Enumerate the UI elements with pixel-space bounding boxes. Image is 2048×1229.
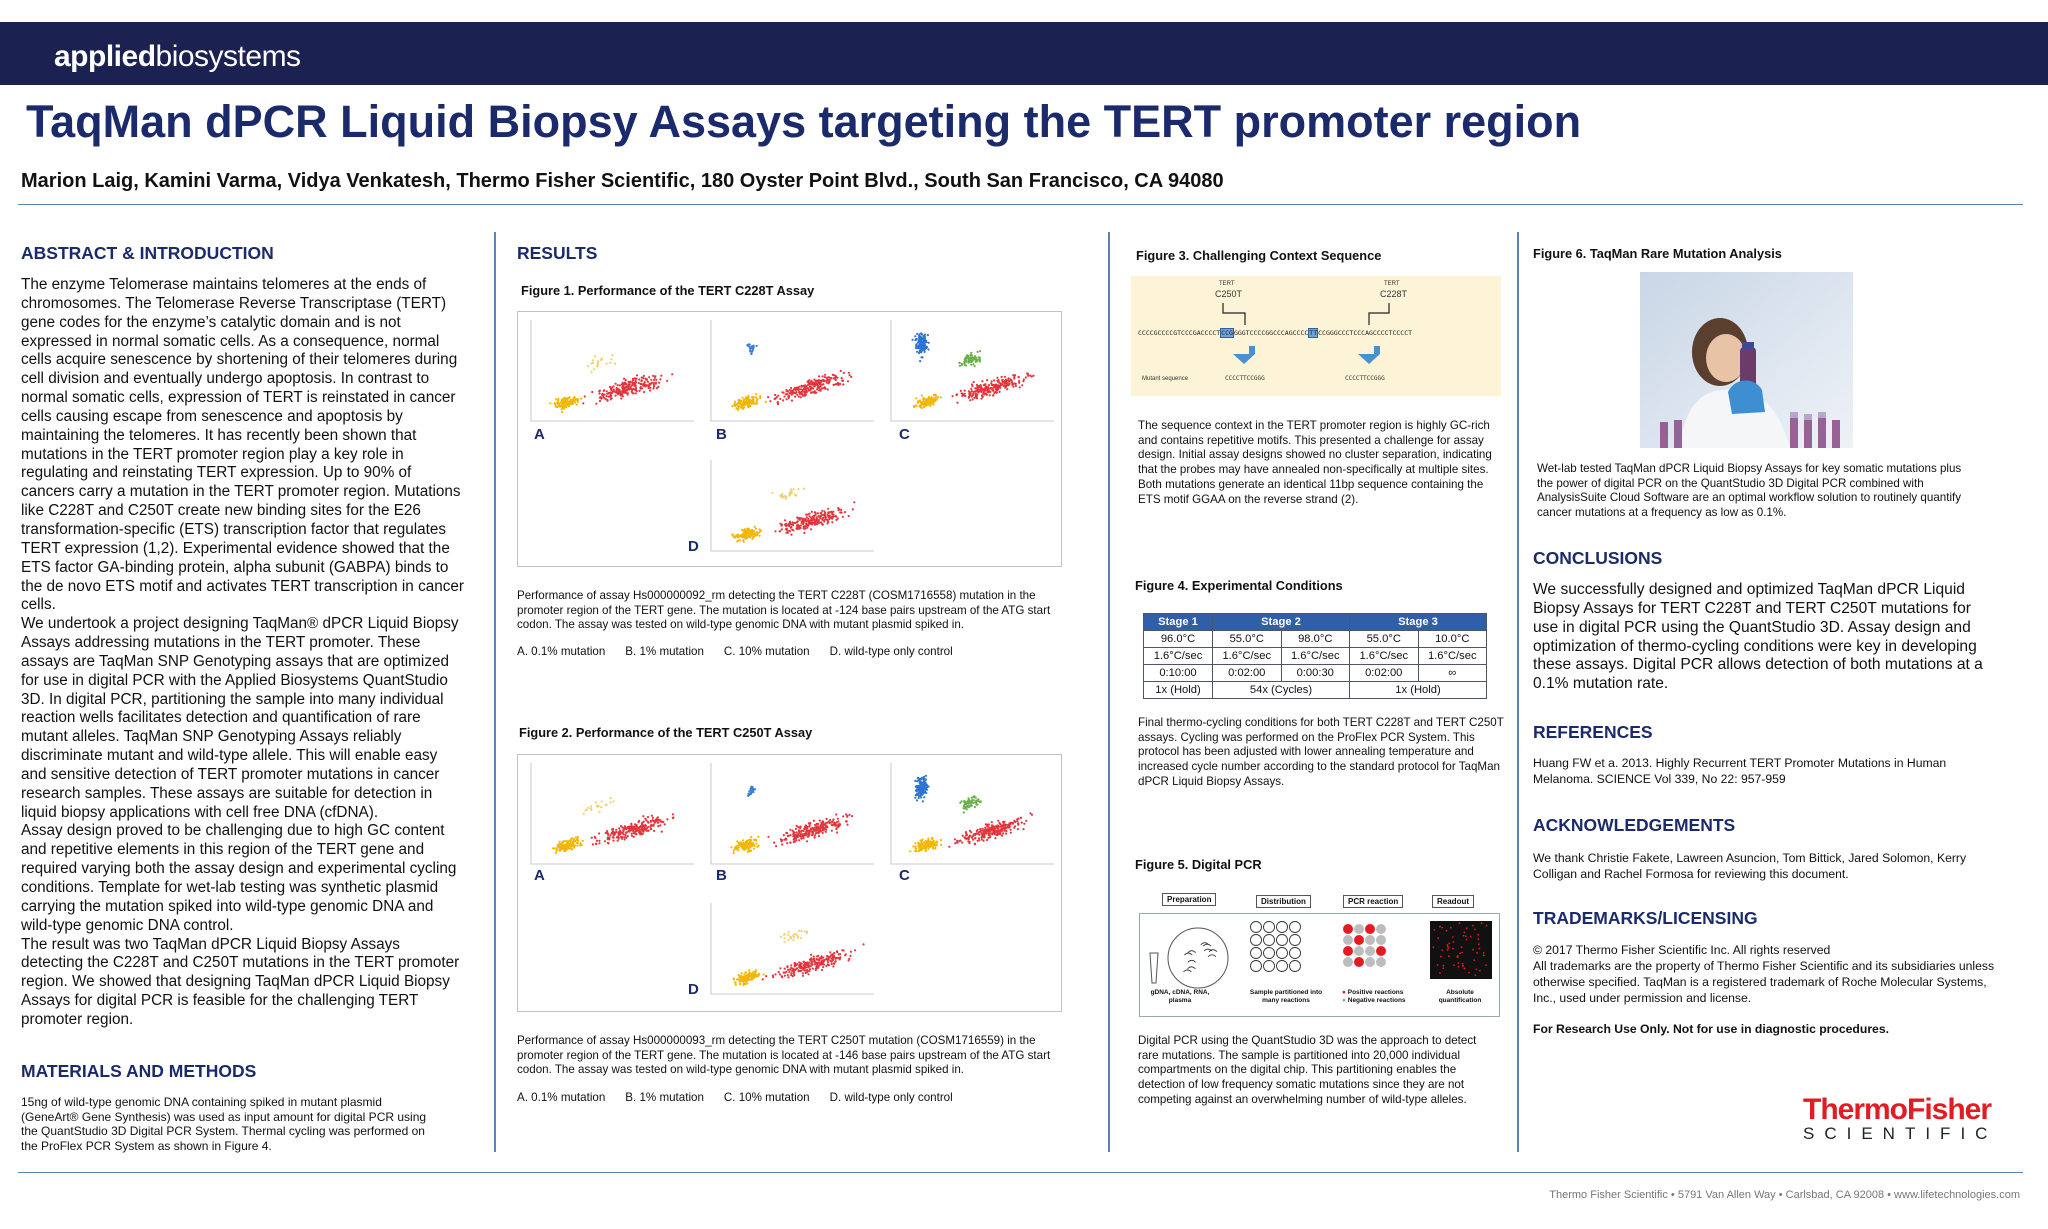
- panel-label-b: B: [716, 867, 727, 884]
- scatter-plot-d: [703, 456, 878, 561]
- mutant-sequence-1: CCCCTTCCGGG: [1225, 375, 1265, 382]
- panel-label-b: B: [716, 426, 727, 443]
- negative-legend: ● Negative reactions: [1342, 997, 1406, 1004]
- trademarks-heading: TRADEMARKS/LICENSING: [1533, 908, 1758, 928]
- title-divider: [18, 204, 2023, 205]
- footer-address: Thermo Fisher Scientific • 5791 Van Alle…: [1549, 1189, 2020, 1201]
- scatter-plot-c: [883, 316, 1058, 431]
- figure1-caption: Performance of assay Hs000000092_rm dete…: [517, 589, 1051, 632]
- figure1-title: Figure 1. Performance of the TERT C228T …: [521, 283, 815, 298]
- abstract-heading: ABSTRACT & INTRODUCTION: [21, 243, 274, 263]
- figure3-title: Figure 3. Challenging Context Sequence: [1136, 248, 1382, 263]
- figure4-caption: Final thermo-cycling conditions for both…: [1138, 716, 1504, 788]
- figure2-caption: Performance of assay Hs000000093_rm dete…: [517, 1034, 1051, 1077]
- c250t-label: C250T: [1215, 289, 1243, 299]
- distribution-sublabel: Sample partitioned into many reactions: [1249, 989, 1323, 1004]
- figure6-title: Figure 6. TaqMan Rare Mutation Analysis: [1533, 246, 1782, 261]
- mutant-sequence-2: CCCCTTCCGGG: [1345, 375, 1385, 382]
- poster-title: TaqMan dPCR Liquid Biopsy Assays targeti…: [26, 96, 1582, 147]
- acknowledgements-text: We thank Christie Fakete, Lawreen Asunci…: [1533, 851, 1967, 881]
- tert-label-1: TERT: [1219, 281, 1235, 287]
- conclusions-heading: CONCLUSIONS: [1533, 548, 1663, 568]
- scientist-photo: [1640, 272, 1853, 448]
- panel-label-a: A: [534, 867, 545, 884]
- scatter-plot-b: [703, 316, 878, 431]
- sequence-figure: TERT C250T TERT C228T CCCCGCCCCGTCCCGACC…: [1131, 276, 1501, 396]
- figure5-caption: Digital PCR using the QuantStudio 3D was…: [1138, 1034, 1477, 1106]
- positive-legend: ● Positive reactions: [1342, 989, 1404, 996]
- readout-sublabel: Absolute quantification: [1438, 989, 1482, 1004]
- methods-heading: MATERIALS AND METHODS: [21, 1061, 257, 1081]
- step-readout: Readout: [1432, 895, 1474, 908]
- research-use-note: For Research Use Only. Not for use in di…: [1533, 1022, 1890, 1036]
- figure5-title: Figure 5. Digital PCR: [1135, 857, 1262, 872]
- scatter-plot-d: [703, 899, 878, 1004]
- references-heading: REFERENCES: [1533, 722, 1653, 742]
- sequence-arrows: [1222, 303, 1390, 364]
- scatter-plot-a: [523, 316, 698, 431]
- footer-divider: [18, 1172, 2023, 1173]
- figure3-caption: The sequence context in the TERT promote…: [1138, 419, 1492, 506]
- thermo-fisher-logo: ThermoFisher SCIENTIFIC: [1803, 1093, 1998, 1143]
- workflow-frame: [1139, 913, 1500, 1017]
- applied-biosystems-logo: appliedbiosystems: [54, 40, 301, 73]
- column-divider-3: [1517, 232, 1519, 1152]
- conclusions-text: We successfully designed and optimized T…: [1533, 581, 1983, 693]
- step-pcr-reaction: PCR reaction: [1343, 895, 1404, 908]
- tert-label-2: TERT: [1384, 281, 1400, 287]
- methods-text: 15ng of wild-type genomic DNA containing…: [21, 1095, 427, 1154]
- abstract-text: The enzyme Telomerase maintains telomere…: [21, 276, 464, 1028]
- figure6-caption: Wet-lab tested TaqMan dPCR Liquid Biopsy…: [1537, 462, 1962, 520]
- column-divider-1: [494, 232, 496, 1152]
- panel-label-c: C: [899, 867, 910, 884]
- scatter-plot-b: [703, 759, 878, 874]
- panel-label-a: A: [534, 426, 545, 443]
- workflow-graphics: [1149, 921, 1492, 989]
- mutant-sequence-label: Mutant sequence: [1142, 376, 1189, 382]
- c228t-label: C228T: [1380, 289, 1408, 299]
- scatter-plot-a: [523, 759, 698, 874]
- scatter-plot-c: [883, 759, 1058, 874]
- header-band: appliedbiosystems: [0, 22, 2048, 85]
- column-divider-2: [1108, 232, 1110, 1152]
- step-distribution: Distribution: [1256, 895, 1311, 908]
- trademarks-text: © 2017 Thermo Fisher Scientific Inc. All…: [1533, 943, 1995, 1005]
- step-preparation: Preparation: [1162, 893, 1217, 906]
- panel-label-d: D: [688, 538, 699, 555]
- results-heading: RESULTS: [517, 243, 598, 263]
- digital-pcr-workflow: Preparation Distribution PCR reaction Re…: [1138, 887, 1500, 1017]
- references-text: Huang FW et a. 2013. Highly Recurrent TE…: [1533, 756, 1947, 786]
- figure2-title: Figure 2. Performance of the TERT C250T …: [519, 725, 813, 740]
- photo-illustration: [1640, 272, 1853, 448]
- promoter-sequence: CCCCGCCCCGTCCCGACCCCTCCGGGGTCCCCGGCCCAGC…: [1138, 328, 1413, 338]
- panel-label-d: D: [688, 981, 699, 998]
- acknowledgements-heading: ACKNOWLEDGEMENTS: [1533, 815, 1736, 835]
- authors-line: Marion Laig, Kamini Varma, Vidya Venkate…: [21, 170, 1224, 192]
- figure4-title: Figure 4. Experimental Conditions: [1135, 578, 1343, 593]
- prep-sublabel: gDNA, cDNA, RNA, plasma: [1150, 989, 1210, 1004]
- figure1-panel: A B C D: [517, 311, 1062, 567]
- figure2-panel: A B C D: [517, 754, 1062, 1012]
- panel-label-c: C: [899, 426, 910, 443]
